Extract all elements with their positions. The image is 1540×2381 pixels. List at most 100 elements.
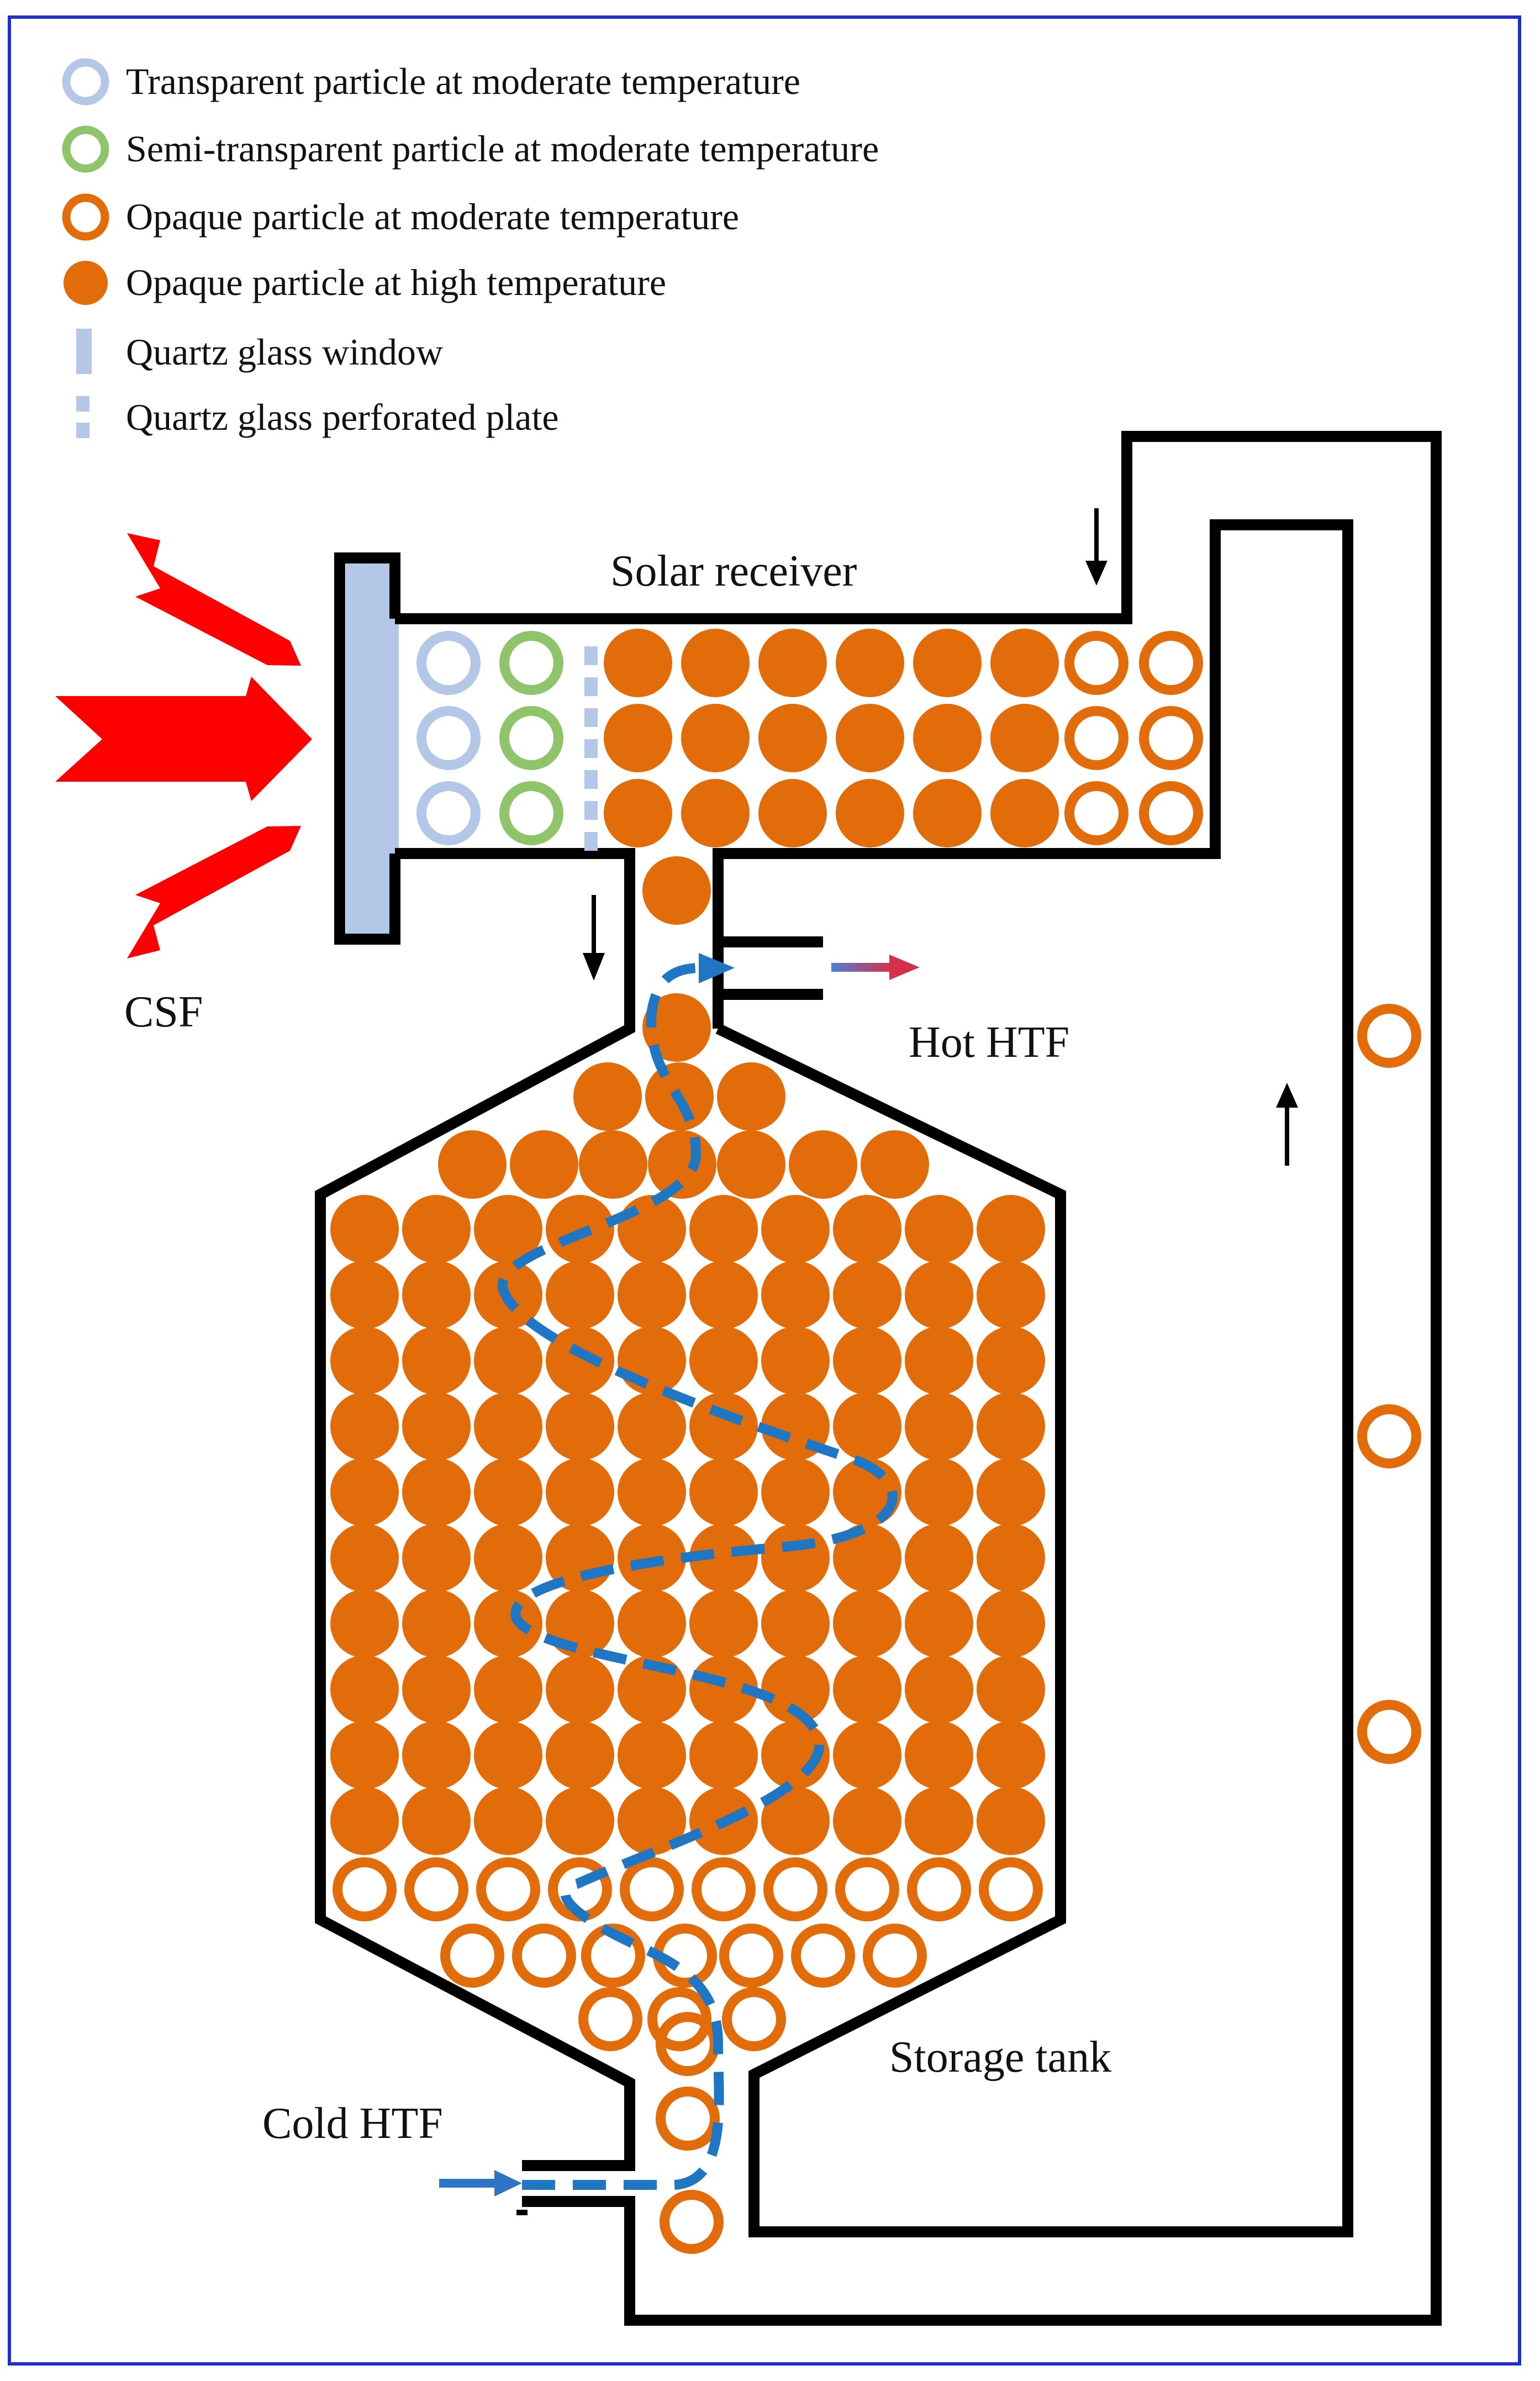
opaque-hot-particle: [833, 1326, 901, 1395]
opaque-moderate-particle: [404, 1857, 468, 1921]
legend: Transparent particle at moderate tempera…: [62, 58, 879, 438]
csf-arrow-bottom: [127, 826, 301, 958]
opaque-hot-particle: [402, 1458, 471, 1526]
opaque-hot-particle: [977, 1392, 1045, 1461]
opaque-hot-particle: [833, 1589, 901, 1658]
legend-label-opaque-high: Opaque particle at high temperature: [126, 261, 666, 303]
opaque-hot-particle: [402, 1655, 471, 1724]
opaque-hot-particle: [618, 1721, 686, 1789]
opaque-hot-particle: [761, 1326, 830, 1395]
opaque-hot-particle: [474, 1589, 542, 1658]
opaque-hot-particle: [402, 1326, 471, 1395]
opaque-hot-particle: [977, 1655, 1045, 1724]
opaque-hot-particle: [836, 704, 904, 772]
opaque-hot-particle: [618, 1195, 686, 1263]
opaque-moderate-particle: [1064, 706, 1128, 770]
opaque-hot-particle: [913, 779, 982, 847]
opaque-hot-particle: [833, 1524, 901, 1592]
opaque-hot-particle: [681, 704, 750, 772]
opaque-hot-particle: [761, 1458, 830, 1526]
opaque-hot-particle: [833, 1787, 901, 1855]
opaque-hot-particle: [990, 779, 1059, 847]
opaque-hot-particle: [977, 1261, 1045, 1329]
opaque-hot-particle: [717, 1062, 785, 1131]
opaque-moderate-particle: [1139, 781, 1203, 845]
cold-htf-arrow: [439, 2170, 522, 2196]
opaque-hot-particle: [905, 1524, 973, 1592]
opaque-hot-particle: [402, 1787, 471, 1855]
opaque-hot-particle: [689, 1392, 758, 1461]
opaque-hot-particle: [642, 993, 711, 1062]
opaque-hot-particle: [546, 1721, 614, 1789]
hot-htf-arrow: [831, 955, 920, 980]
semi-transparent-particle: [499, 781, 563, 845]
opaque-hot-particle: [861, 1130, 929, 1199]
opaque-moderate-particle: [660, 2190, 724, 2254]
opaque-moderate-particle: [333, 1857, 397, 1921]
legend-label-opaque-moderate: Opaque particle at moderate temperature: [126, 196, 739, 238]
opaque-hot-particle: [510, 1130, 578, 1199]
opaque-hot-particle: [330, 1655, 399, 1724]
csf-arrow-middle: [55, 677, 312, 801]
opaque-hot-particle: [990, 629, 1059, 697]
cold-htf-inlet: [522, 2160, 630, 2207]
perforated-plate-segment: [584, 832, 598, 851]
opaque-hot-particle: [789, 1130, 857, 1199]
semi-transparent-particle: [499, 706, 563, 770]
opaque-hot-particle: [761, 1261, 830, 1329]
perforated-plate-segment: [584, 708, 598, 727]
opaque-hot-particle: [573, 1062, 642, 1131]
opaque-hot-particle: [330, 1589, 399, 1658]
csf-label: CSF: [124, 988, 203, 1036]
opaque-hot-particle: [905, 1458, 973, 1526]
opaque-hot-particle: [618, 1392, 686, 1461]
opaque-hot-particle: [689, 1326, 758, 1395]
opaque-hot-particle: [474, 1787, 542, 1855]
opaque-hot-particle: [474, 1195, 542, 1263]
opaque-hot-particle: [618, 1589, 686, 1658]
opaque-hot-particle: [717, 1130, 785, 1199]
htf-flow-path: [497, 963, 898, 2190]
opaque-hot-particle: [330, 1524, 399, 1592]
htf-path-arrowhead: [699, 953, 735, 983]
opaque-hot-particle: [546, 1326, 614, 1395]
opaque-moderate-particle: [656, 2087, 720, 2151]
opaque-moderate-particle: [863, 1924, 927, 1988]
opaque-moderate-particle: [1357, 1700, 1421, 1764]
opaque-moderate-particle: [791, 1924, 855, 1988]
csf-arrows: [55, 533, 312, 958]
opaque-hot-particle: [681, 629, 750, 697]
perforated-plate-segment: [584, 677, 598, 696]
hot-htf-label: Hot HTF: [909, 1018, 1069, 1067]
opaque-hot-particle: [758, 629, 827, 697]
transparent-particle-icon: [62, 58, 109, 106]
opaque-hot-particle: [546, 1589, 614, 1658]
opaque-hot-particle: [977, 1195, 1045, 1263]
opaque-hot-particle: [913, 629, 982, 697]
opaque-hot-particle: [689, 1655, 758, 1724]
opaque-hot-particle: [618, 1261, 686, 1329]
opaque-hot-particle: [833, 1721, 901, 1789]
transparent-particle: [416, 631, 481, 695]
opaque-hot-particle: [689, 1261, 758, 1329]
csf-arrow-top: [127, 533, 301, 666]
opaque-moderate-particle: [835, 1857, 899, 1921]
opaque-hot-particle: [402, 1261, 471, 1329]
opaque-moderate-particle: [1139, 631, 1203, 695]
opaque-moderate-particle: [1139, 706, 1203, 770]
opaque-hot-particle: [330, 1392, 399, 1461]
legend-label-perforated-plate: Quartz glass perforated plate: [126, 396, 559, 438]
opaque-moderate-particle: [512, 1924, 576, 1988]
opaque-hot-particle: [761, 1721, 830, 1789]
opaque-hot-particle: [977, 1787, 1045, 1855]
opaque-moderate-particle: [979, 1857, 1043, 1921]
opaque-hot-particle: [761, 1195, 830, 1263]
opaque-hot-particle: [689, 1524, 758, 1592]
opaque-hot-particle: [330, 1721, 399, 1789]
opaque-hot-particle: [474, 1655, 542, 1724]
opaque-hot-particle: [905, 1261, 973, 1329]
opaque-hot-particle: [402, 1195, 471, 1263]
opaque-hot-particle: [546, 1655, 614, 1724]
opaque-moderate-particle: [719, 1924, 783, 1988]
opaque-hot-particle: [833, 1261, 901, 1329]
